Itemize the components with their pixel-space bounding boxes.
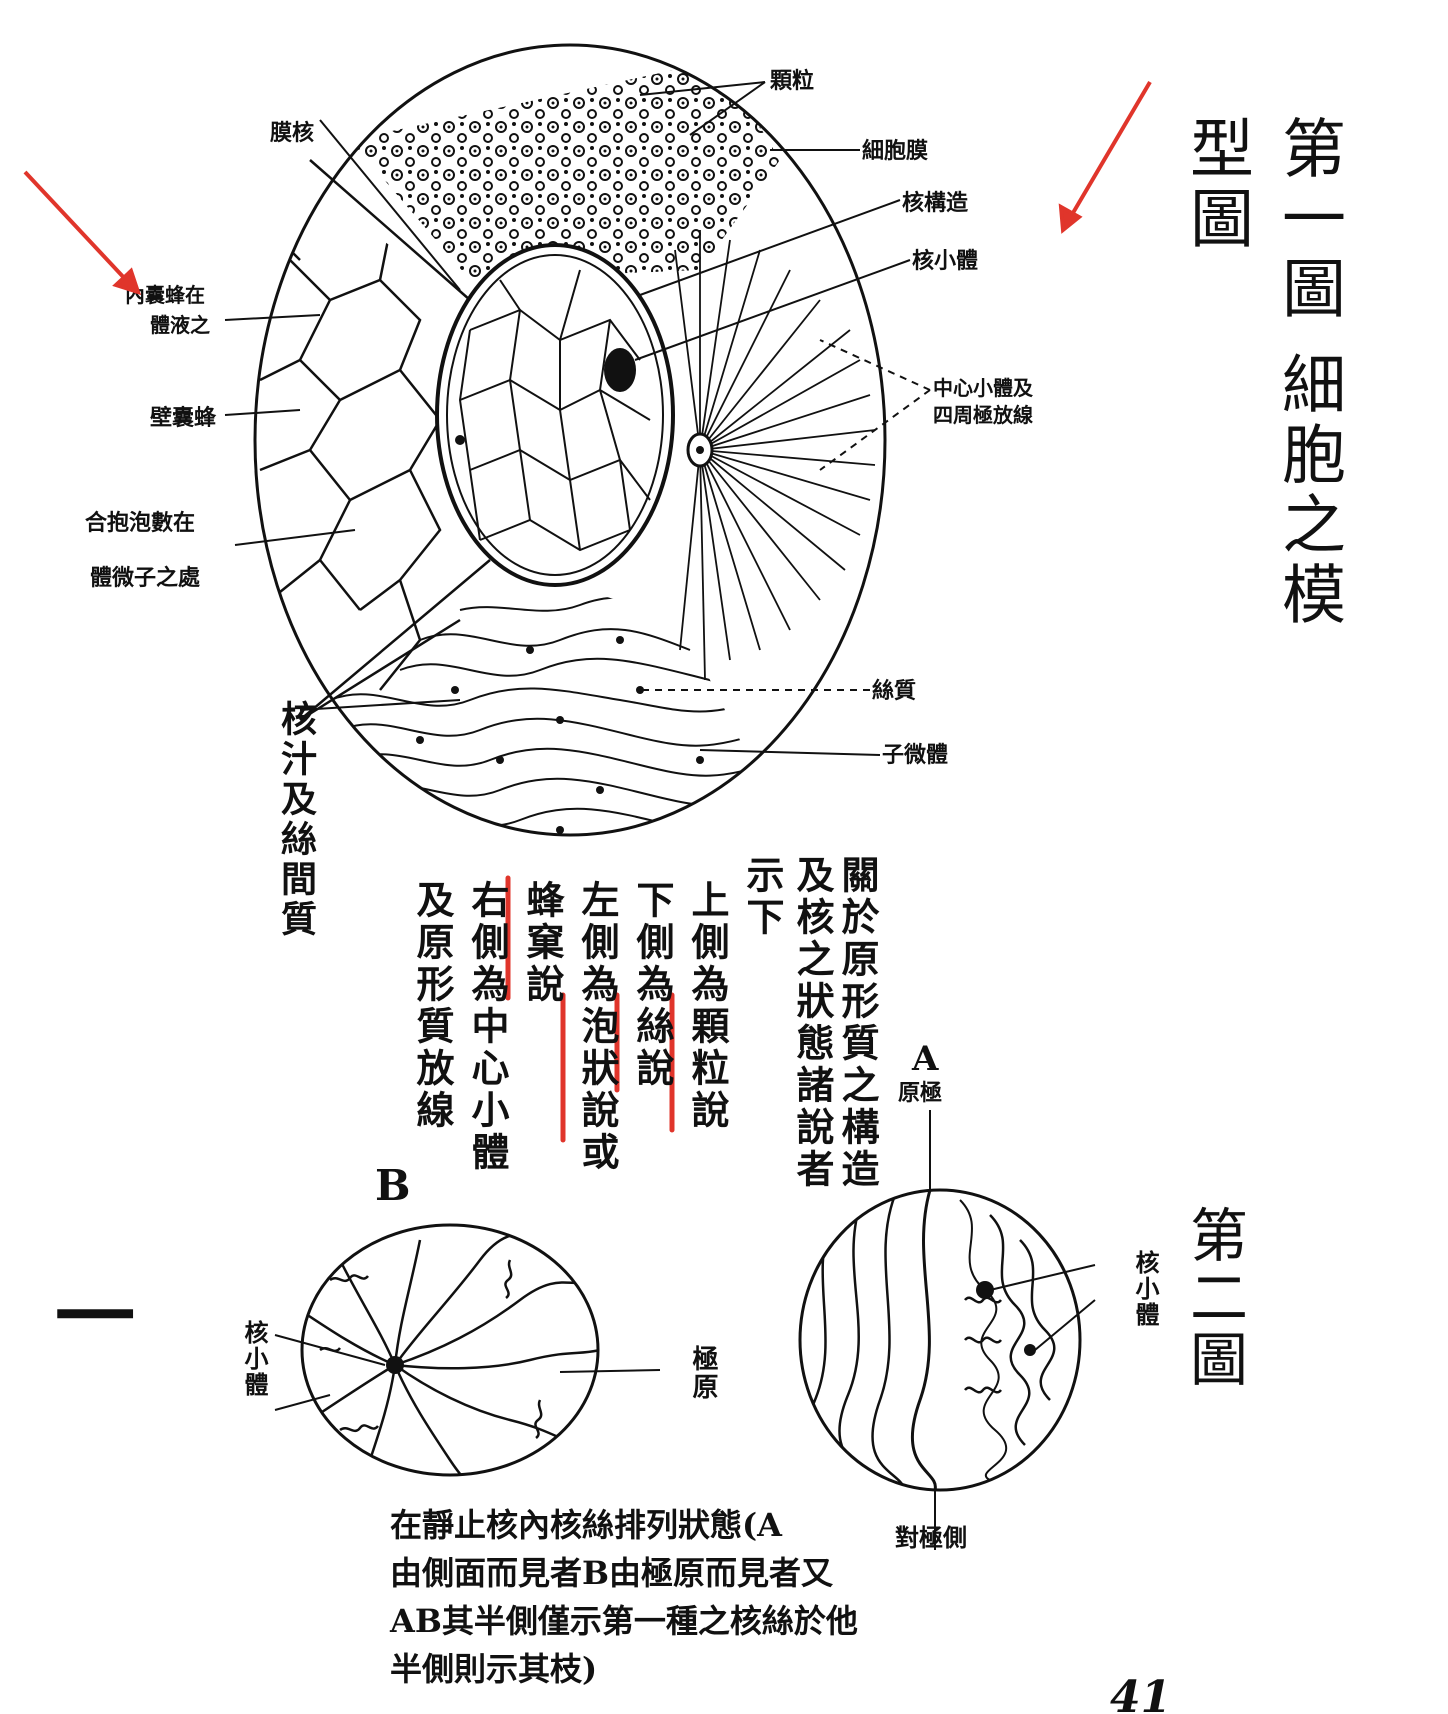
fig2-title: 第二圖 <box>1180 1205 1248 1391</box>
nucleolus <box>604 348 636 392</box>
fig2-nucleus-B <box>274 1223 661 1477</box>
sector-boundaries <box>299 159 491 722</box>
fibrillar-sector <box>329 596 780 835</box>
label-nuclear-sap: 核汁及絲間質 <box>275 700 317 940</box>
fig2-caption-line-3: AB其半側僅示第一種之核絲於他 <box>390 1602 858 1640</box>
fig2-A-nucleolus-1 <box>976 1281 994 1299</box>
cell-membrane-outline <box>253 43 887 837</box>
label-centrosome-1: 中心小體及 <box>933 376 1034 400</box>
fig1-title: 第一圖 細胞之模型圖 <box>1179 115 1345 632</box>
explanation-col-7: 蜂窠說 <box>520 880 565 1006</box>
fig2-caption-line-2: 由側面而見者B由極原而見者又 <box>390 1554 834 1592</box>
label-fibrous: 絲質 <box>872 678 916 704</box>
red-arrow-left <box>23 170 130 284</box>
explanation-col-5: 下側為絲說 <box>630 880 675 1090</box>
granule-sector <box>350 60 780 280</box>
label-cell-fluid-2: 體液之 <box>150 313 210 337</box>
label-honeycomb-wall: 壁囊蜂 <box>150 405 217 431</box>
explanation-col-8: 右側為中心小體 <box>465 880 510 1174</box>
fig2-caption-line-4: 半側則示其枝) <box>390 1650 598 1688</box>
explanation-col-2: 及核之狀態諸說者 <box>790 855 835 1191</box>
label-alveolar-2: 體微子之處 <box>90 565 200 591</box>
centrosome-radiations <box>674 230 876 681</box>
leader-lines <box>224 81 931 756</box>
fig2-B-nucleolus-label: 核小體 <box>240 1320 269 1398</box>
explanation-col-3: 示下 <box>740 855 785 939</box>
label-granules: 顆粒 <box>770 68 814 94</box>
fig2-label-A: A <box>911 1039 939 1079</box>
label-cell-membrane: 細胞膜 <box>862 138 928 164</box>
red-annotation-arrows <box>23 80 1152 296</box>
label-nucleus-structure: 核構造 <box>902 190 968 216</box>
label-microsome: 子微體 <box>882 742 948 768</box>
label-nuclear-membrane: 膜核 <box>270 120 314 146</box>
fig2-B-nucleolus <box>386 1356 404 1374</box>
label-alveolar-1: 合抱泡數在 <box>85 510 195 536</box>
fig2-caption-line-1: 在靜止核內核絲排列狀態(A <box>390 1506 782 1544</box>
fig2-A-polar-opposite-label: 對極側 <box>895 1523 967 1552</box>
explanation-col-1: 關於原形質之構造 <box>835 855 880 1191</box>
nucleus <box>435 243 675 587</box>
explanation-col-9: 及原形質放線 <box>410 880 455 1132</box>
explanation-col-4: 上側為顆粒說 <box>685 880 730 1132</box>
margin-mark: 一 <box>55 1270 135 1364</box>
explanation-col-6: 左側為泡狀說或 <box>575 880 620 1174</box>
red-arrow-right <box>1068 80 1152 220</box>
fig2-label-B: B <box>375 1161 411 1210</box>
red-underline-marks <box>505 875 675 1143</box>
fig2-A-nucleolus-label: 核小體 <box>1131 1250 1160 1328</box>
page-number: 41 <box>1110 1672 1171 1714</box>
label-centrosome-2: 四周極放線 <box>933 403 1033 427</box>
fig2-B-polar-origin-label: 極原 <box>688 1345 718 1401</box>
fig2-A-nucleolus-2 <box>1024 1344 1036 1356</box>
label-nucleolus: 核小體 <box>912 248 978 274</box>
alveolar-sector <box>259 228 442 691</box>
fig1-cell <box>224 43 931 837</box>
fig2-A-polar-origin: 原極 <box>898 1080 942 1106</box>
